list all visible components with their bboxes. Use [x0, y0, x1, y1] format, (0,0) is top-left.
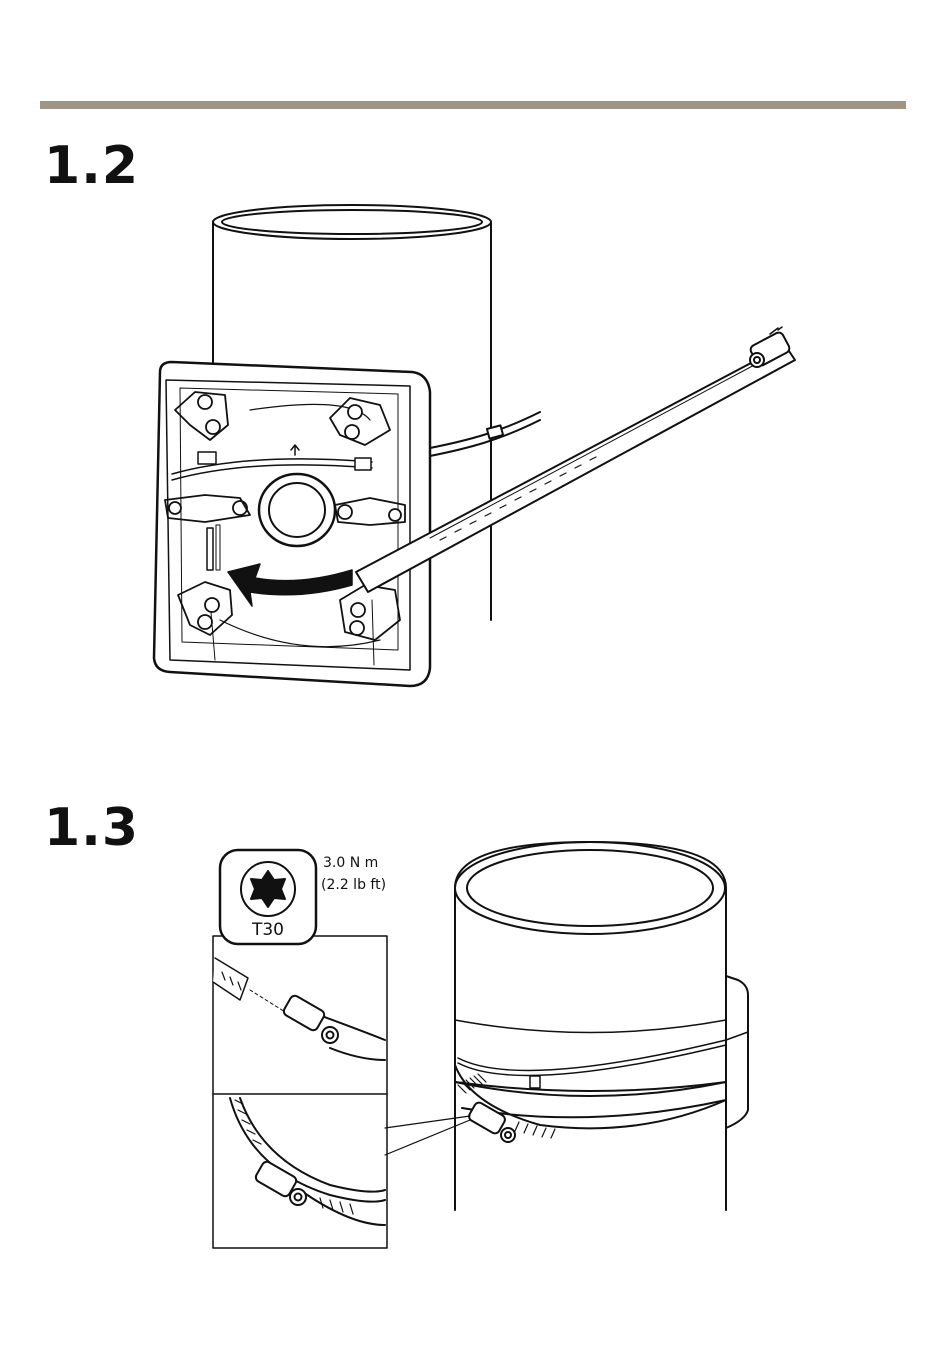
cable-tie-top: [430, 412, 540, 456]
tool-bit-label: T30: [238, 920, 298, 940]
torque-value-imperial: (2.2 lb ft): [321, 876, 386, 894]
pole-illustration-bottom: [455, 842, 748, 1210]
wall-bracket: [154, 362, 430, 686]
callout-leaders: [385, 1116, 470, 1155]
detail-inset: [213, 936, 387, 1248]
torque-value-metric: 3.0 N m: [323, 854, 378, 872]
